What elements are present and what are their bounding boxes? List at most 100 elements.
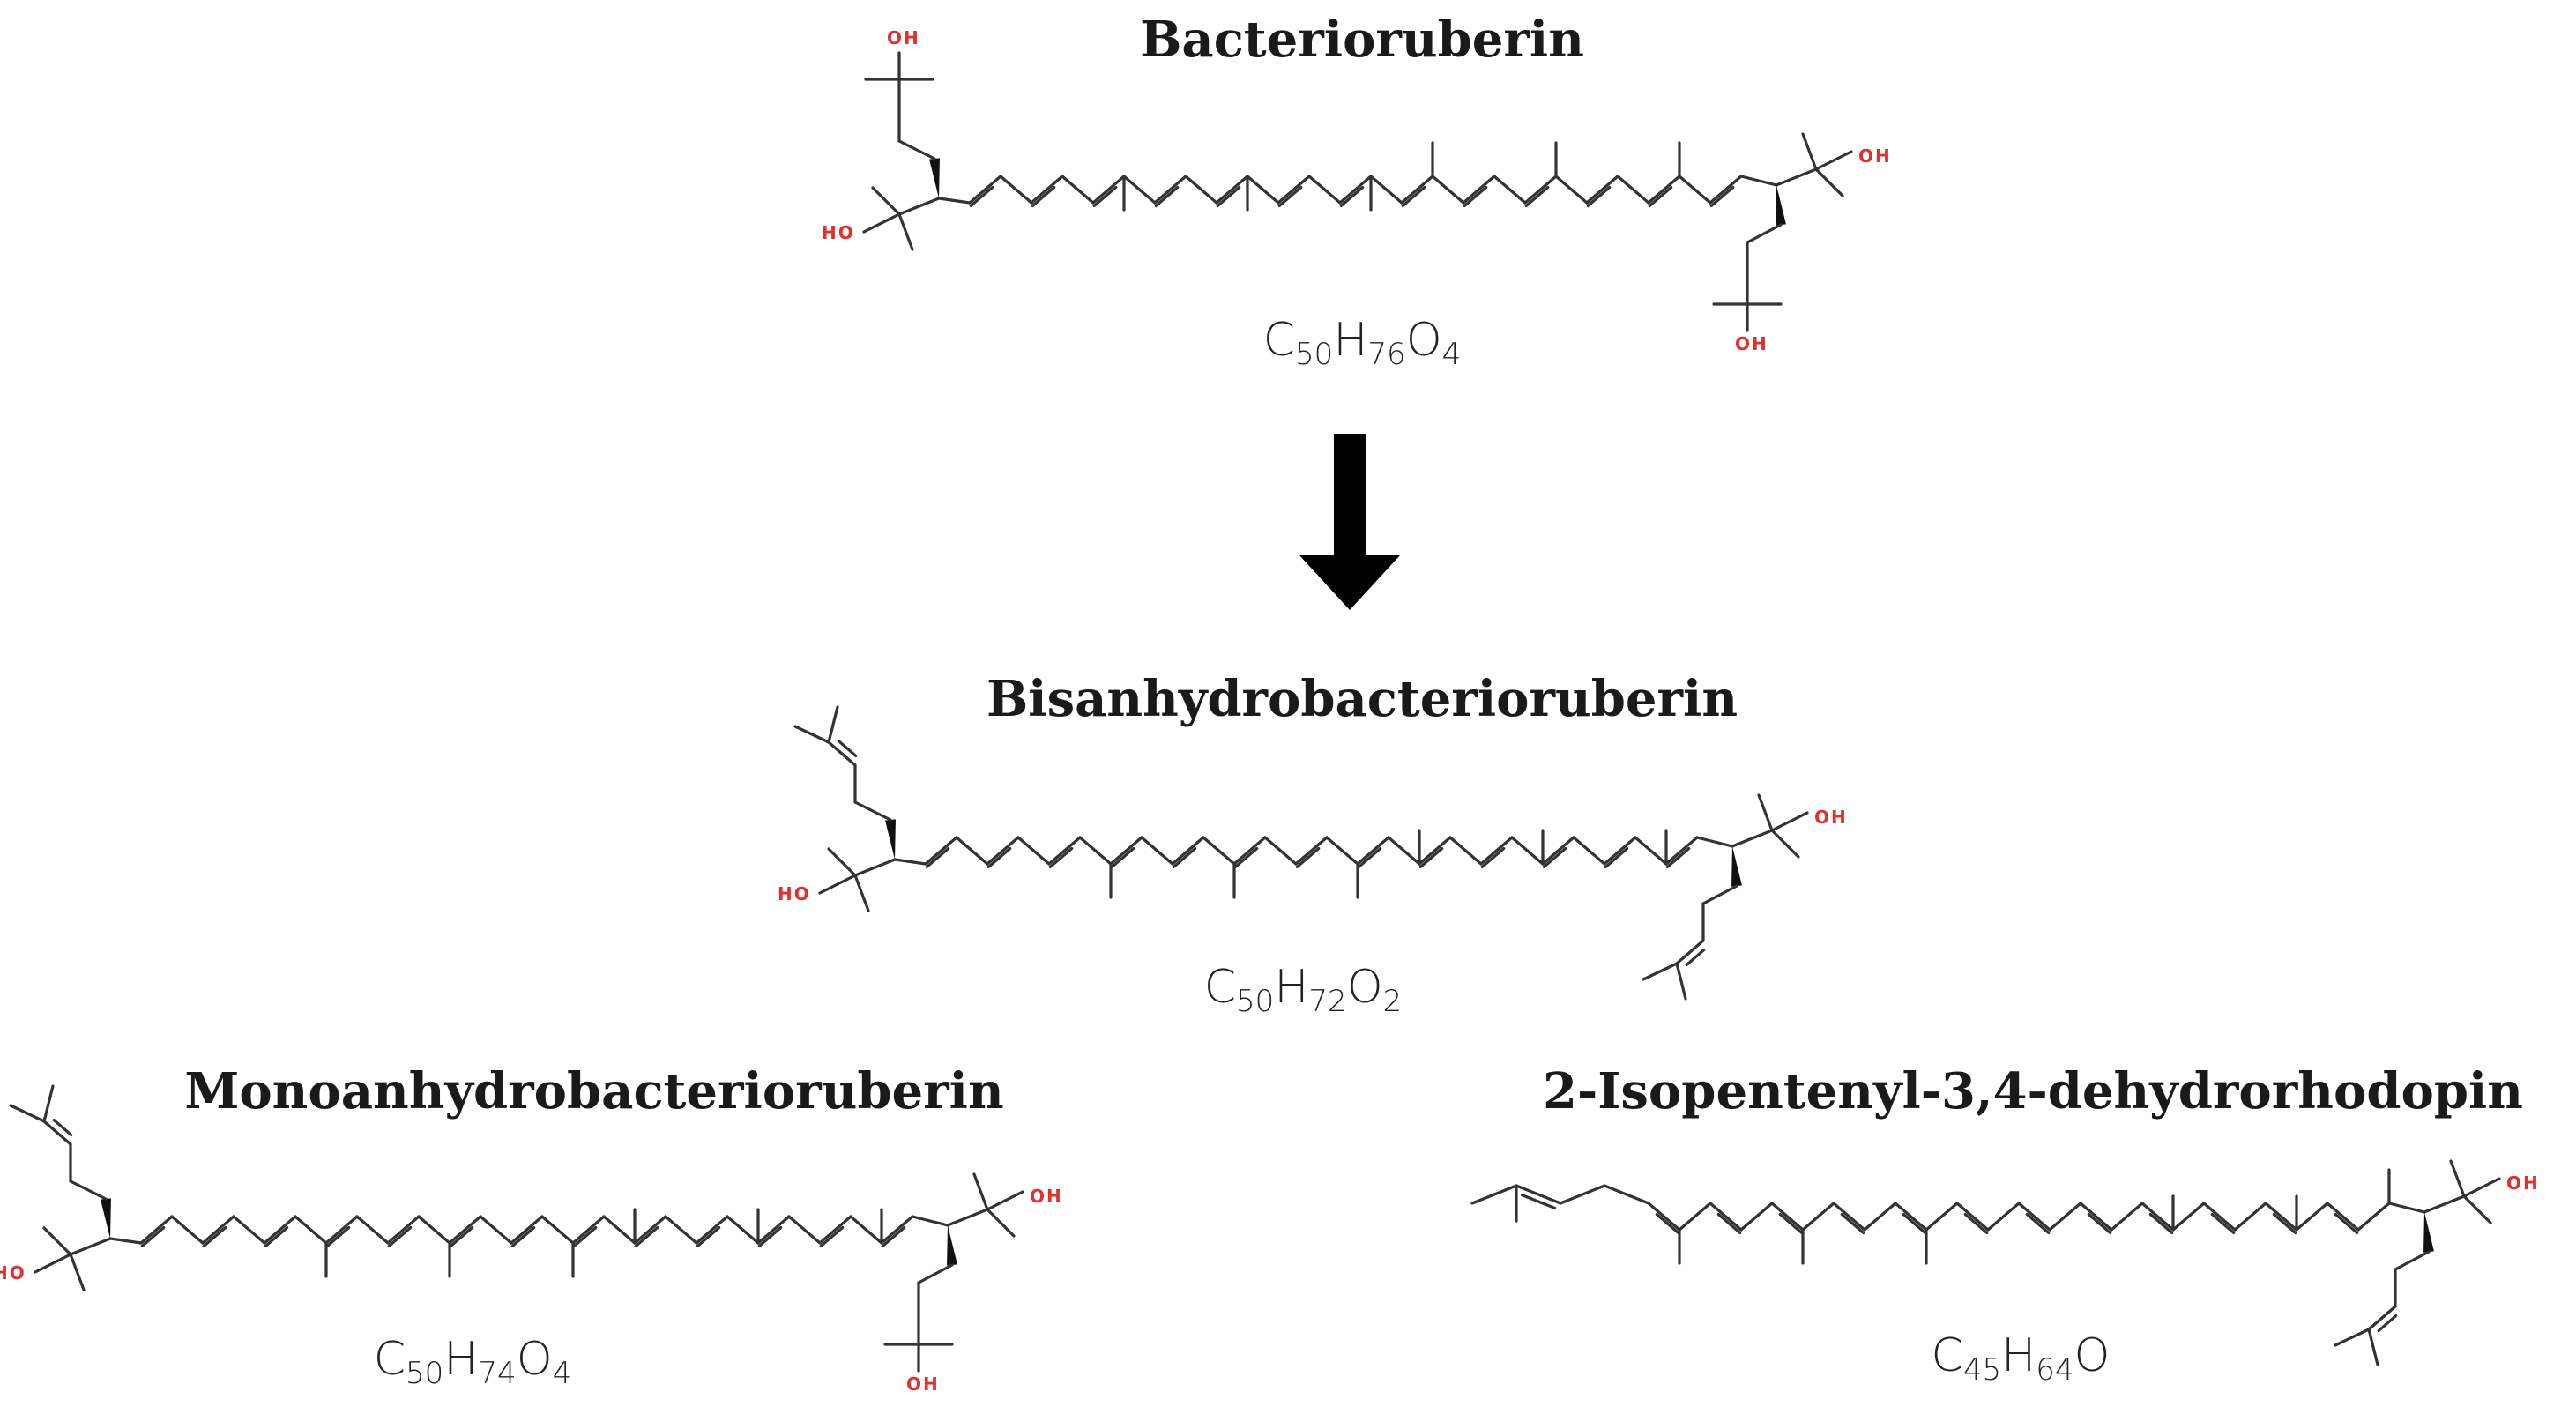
single-bond	[1202, 836, 1236, 866]
single-bond	[1307, 175, 1342, 205]
double-bond	[1665, 846, 1691, 869]
hydroxyl-label: OH	[906, 1373, 940, 1395]
double-bond	[968, 175, 1002, 205]
single-bond	[540, 1215, 575, 1245]
single-bond	[911, 1215, 949, 1227]
double-bond	[1109, 836, 1143, 866]
single-bond	[1678, 175, 1712, 205]
single-bond	[42, 1084, 55, 1123]
wedge-bond	[929, 158, 940, 198]
single-bond	[986, 1190, 1024, 1211]
single-bond	[1731, 829, 1774, 848]
single-bond	[2387, 1202, 2426, 1214]
single-bond	[108, 1237, 143, 1245]
single-bond	[1263, 836, 1298, 866]
double-bond	[1648, 185, 1673, 208]
single-bond	[1770, 829, 1800, 859]
double-bond	[1233, 846, 1259, 869]
double-bond	[139, 1215, 174, 1245]
double-bond	[1357, 846, 1382, 869]
double-bond	[1524, 185, 1550, 208]
double-bond	[140, 1225, 166, 1248]
single-bond	[972, 1172, 989, 1211]
title-monoanhydrobacterioruberin: Monoanhydrobacterioruberin	[184, 1062, 1004, 1120]
double-bond	[510, 1225, 536, 1248]
double-bond	[827, 740, 857, 767]
double-bond	[1277, 185, 1303, 208]
double-bond	[1048, 846, 1074, 869]
single-bond	[1925, 1202, 1959, 1232]
double-bond	[1215, 175, 1249, 205]
double-bond	[819, 1225, 845, 1248]
double-bond	[756, 1215, 791, 1245]
single-bond	[1448, 836, 1483, 866]
single-bond	[1470, 1184, 1518, 1205]
hydroxyl-label: HO	[778, 883, 811, 904]
single-bond	[1572, 836, 1606, 866]
double-bond	[1463, 185, 1488, 208]
double-bond	[1295, 846, 1321, 869]
double-bond	[1356, 836, 1390, 866]
single-bond	[1554, 175, 1589, 205]
double-bond	[1716, 1212, 1742, 1235]
single-bond	[1184, 175, 1218, 205]
wedge-bond	[2423, 1212, 2434, 1253]
double-bond	[42, 1120, 72, 1146]
single-bond	[999, 175, 1033, 205]
single-bond	[1642, 962, 1679, 981]
double-bond	[510, 1215, 544, 1245]
single-bond	[9, 1104, 46, 1123]
double-bond	[1675, 939, 1705, 965]
double-bond	[386, 1215, 421, 1245]
single-bond	[1510, 836, 1545, 866]
hydroxyl-label: OH	[887, 27, 920, 48]
single-bond	[602, 1215, 637, 1245]
single-bond	[1863, 1202, 1897, 1232]
double-bond	[572, 1225, 598, 1248]
single-bond	[69, 1253, 86, 1291]
double-bond	[1902, 1212, 1927, 1235]
double-bond	[2087, 1212, 2112, 1235]
double-bond	[52, 1118, 73, 1137]
single-bond	[849, 1215, 883, 1245]
single-bond	[917, 1263, 954, 1284]
single-bond	[1369, 175, 1403, 205]
double-bond	[1709, 185, 1735, 208]
double-bond	[986, 846, 1012, 869]
double-bond	[1840, 1212, 1865, 1235]
single-bond	[946, 1208, 989, 1227]
double-bond	[1655, 1212, 1680, 1235]
single-bond	[937, 197, 972, 205]
single-bond	[1757, 793, 1774, 832]
single-bond	[1986, 1202, 2021, 1232]
single-bond	[897, 139, 936, 160]
double-bond	[695, 1215, 729, 1245]
formula-isopentenyl-dehydrorhodopin: C45H64O	[1931, 1329, 2111, 1388]
formula-monoanhydrobacterioruberin: C50H74O4	[373, 1333, 572, 1391]
hydroxyl-label: OH	[1735, 333, 1768, 354]
double-bond	[818, 1215, 852, 1245]
single-bond	[355, 1215, 390, 1245]
single-bond	[1701, 884, 1738, 905]
wedge-bond	[101, 1198, 111, 1239]
single-bond	[2233, 1202, 2267, 1232]
double-bond	[2140, 1202, 2175, 1232]
single-bond	[170, 1215, 205, 1245]
double-bond	[1523, 175, 1558, 205]
single-bond	[1493, 175, 1527, 205]
double-bond	[1418, 846, 1444, 869]
double-bond	[1110, 846, 1135, 869]
double-bond	[880, 1215, 914, 1245]
double-bond	[1047, 836, 1082, 866]
double-bond	[1542, 846, 1567, 869]
formula-bisanhydrobacterioruberin: C50H72O2	[1203, 961, 1403, 1019]
single-bond	[1616, 175, 1650, 205]
single-bond	[1739, 1202, 1774, 1232]
single-bond	[897, 197, 941, 216]
double-bond	[2377, 1314, 2398, 1333]
single-bond	[2449, 1159, 2466, 1198]
single-bond	[1770, 811, 1809, 832]
single-bond	[664, 1215, 698, 1245]
double-bond	[2264, 1202, 2298, 1232]
single-bond	[1678, 1202, 1712, 1232]
